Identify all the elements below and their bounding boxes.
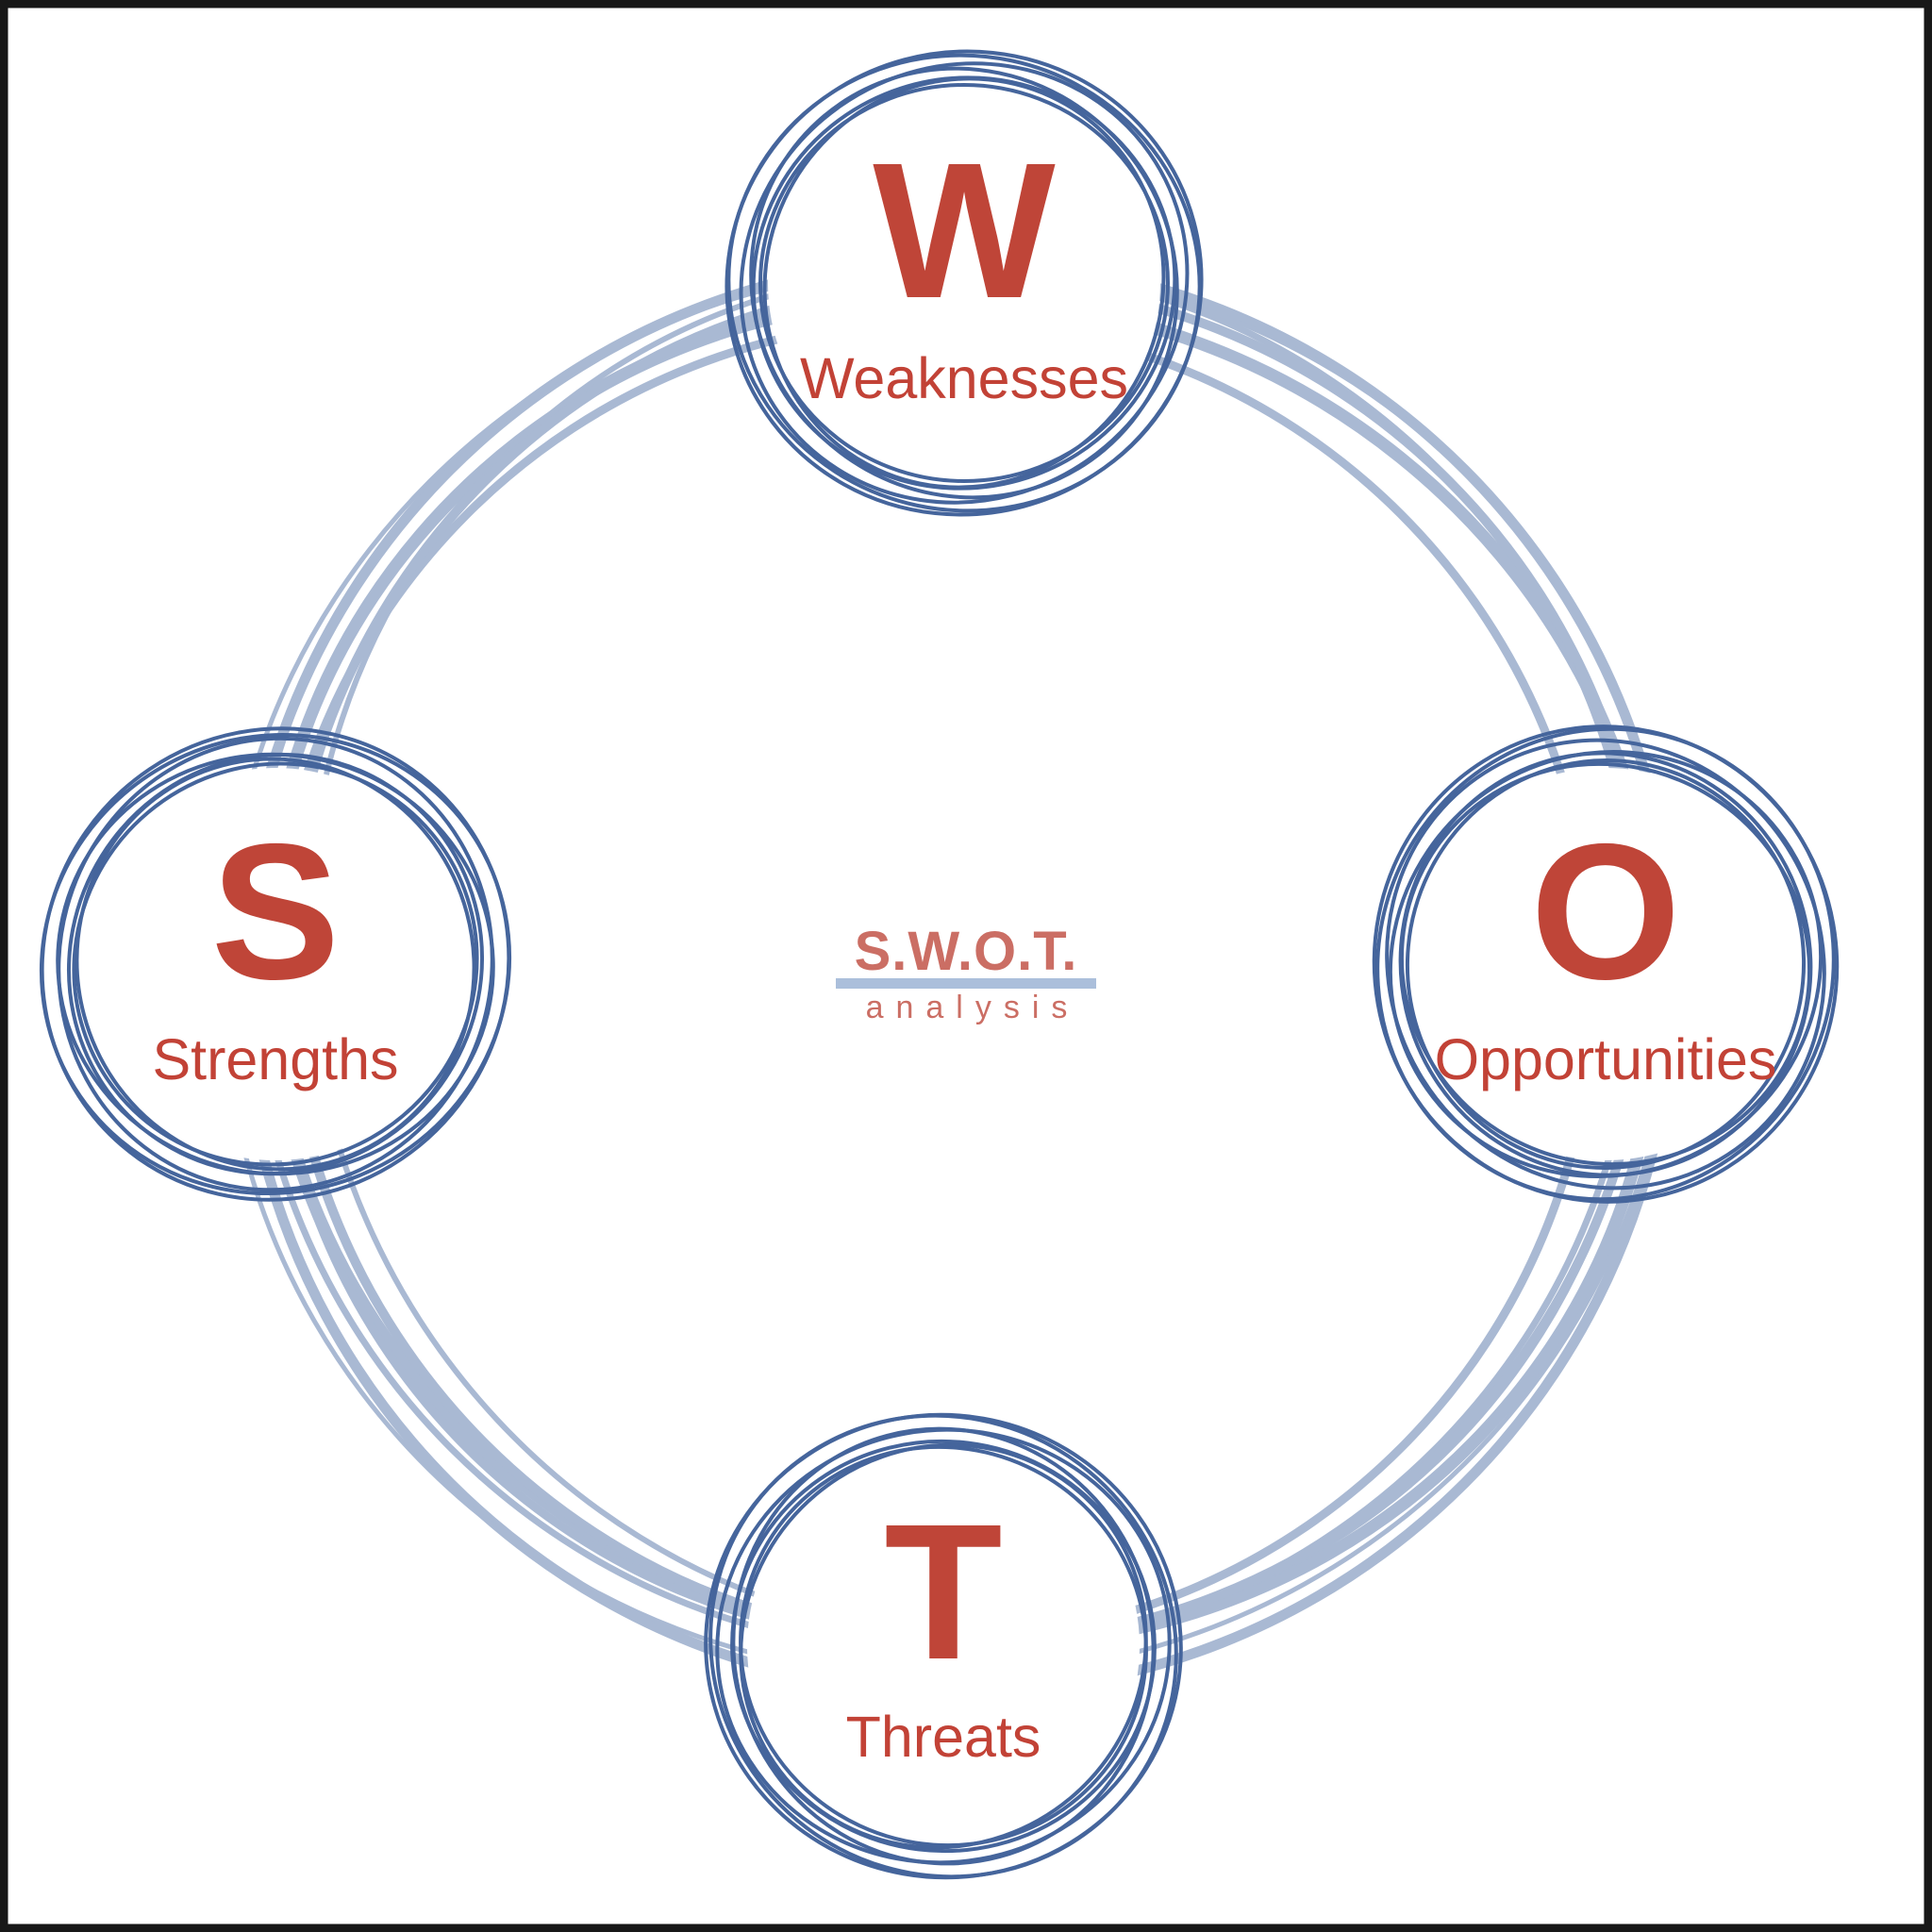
node-letter-s: S [211,804,341,1020]
center-title-block: S.W.O.T. analysis [836,921,1096,1025]
node-opportunities: O Opportunities [1271,626,1932,1302]
node-label-weaknesses: Weaknesses [800,346,1128,410]
node-weaknesses: W Weaknesses [653,0,1275,592]
node-threats: T Threats [531,1235,1356,1932]
node-strengths: S Strengths [0,528,712,1400]
center-title: S.W.O.T. [855,921,1078,982]
node-label-opportunities: Opportunities [1435,1027,1777,1091]
node-letter-w: W [873,123,1056,339]
center-subtitle: analysis [866,990,1080,1025]
node-label-threats: Threats [846,1705,1041,1769]
node-letter-t: T [884,1484,1002,1700]
title-divider [836,978,1096,989]
node-letter-o: O [1530,804,1680,1020]
node-label-strengths: Strengths [152,1027,398,1091]
